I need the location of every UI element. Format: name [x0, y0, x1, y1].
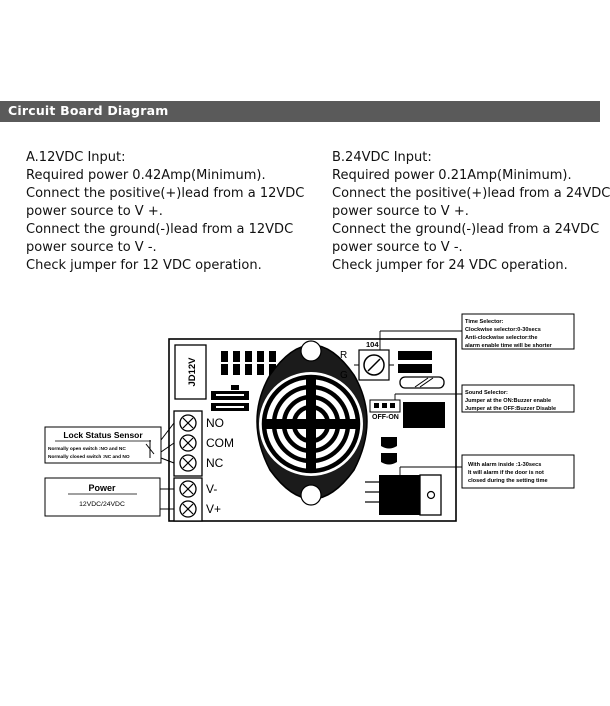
- spec-line: power source to V +.: [332, 204, 469, 219]
- alarm-note-line1: With alarm inside :1-30secs: [468, 462, 541, 468]
- buzzer: [256, 340, 368, 506]
- power-box: Power 12VDC/24VDC: [44, 477, 174, 517]
- terminal-block-switch: [173, 410, 203, 477]
- pot-value: 104: [366, 340, 379, 349]
- terminal-label-com: COM: [206, 436, 234, 450]
- spec-line: Connect the ground(-)lead from a 24VDC: [332, 222, 600, 237]
- spec-line: Connect the positive(+)lead from a 24VDC: [332, 186, 610, 201]
- resistor-middle: [398, 364, 432, 373]
- terminal-label-no: NO: [206, 416, 224, 430]
- lock-status-sensor-box: Lock Status Sensor Normally open switch …: [44, 426, 162, 464]
- time-selector-callout: Time Selector: Clockwise selector:0-30se…: [379, 313, 575, 350]
- sensor-wires: [145, 422, 175, 464]
- spec-line: Required power 0.21Amp(Minimum).: [332, 168, 572, 183]
- spec-line: A.12VDC Input:: [26, 150, 126, 165]
- g-label: G: [340, 370, 348, 381]
- ic-chip: [403, 402, 445, 428]
- alarm-note-line2: It will alarm if the door is not: [468, 470, 544, 476]
- terminal-label-nc: NC: [206, 456, 224, 470]
- spec-line: Connect the positive(+)lead from a 12VDC: [26, 186, 305, 201]
- spec-24vdc: B.24VDC Input: Required power 0.21Amp(Mi…: [332, 149, 610, 275]
- time-selector-line2: Clockwise selector:0-30secs: [465, 327, 541, 333]
- relay: JD12V: [174, 344, 207, 400]
- spec-line: power source to V -.: [332, 240, 463, 255]
- terminal-label-vplus: V+: [206, 502, 221, 516]
- r-label: R: [340, 350, 347, 361]
- transistors: [381, 437, 397, 465]
- spec-line: Check jumper for 24 VDC operation.: [332, 258, 568, 273]
- spec-line: power source to V +.: [26, 204, 163, 219]
- alarm-note-line3: closed during the setting time: [468, 478, 548, 484]
- sound-selector-callout: Sound Selector: Jumper at the ON:Buzzer …: [394, 384, 575, 413]
- time-selector-line4: alarm enable time will be shorter: [465, 343, 553, 349]
- small-component: [231, 385, 239, 390]
- power-title: Power: [88, 483, 116, 493]
- spec-line: Connect the ground(-)lead from a 12VDC: [26, 222, 294, 237]
- time-selector-line3: Anti-clockwise selector:the: [465, 335, 537, 341]
- power-value: 12VDC/24VDC: [79, 501, 125, 508]
- spec-line: Check jumper for 12 VDC operation.: [26, 258, 262, 273]
- sound-jumper[interactable]: OFF-ON: [369, 399, 401, 421]
- sound-selector-line3: Jumper at the OFF:Buzzer Disable: [465, 406, 556, 412]
- spec-line: power source to V -.: [26, 240, 157, 255]
- time-selector-line1: Time Selector:: [465, 319, 504, 325]
- alarm-note-callout: With alarm inside :1-30secs It will alar…: [399, 454, 575, 489]
- sound-selector-line2: Jumper at the ON:Buzzer enable: [465, 398, 551, 404]
- spec-line: Required power 0.42Amp(Minimum).: [26, 168, 266, 183]
- crystal: [399, 376, 445, 389]
- terminal-label-vminus: V-: [206, 482, 217, 496]
- capacitor-left: [211, 391, 249, 411]
- lock-sensor-line2: Normally closed switch :NC and NO: [48, 454, 130, 460]
- section-header: Circuit Board Diagram: [0, 101, 600, 122]
- sound-selector-line1: Sound Selector:: [465, 390, 508, 396]
- relay-label: JD12V: [187, 357, 198, 387]
- terminal-block-power: [173, 477, 203, 522]
- lock-sensor-line1: Normally open switch :NO and NC: [48, 446, 126, 452]
- spec-12vdc: A.12VDC Input: Required power 0.42Amp(Mi…: [26, 149, 304, 275]
- potentiometer[interactable]: 104: [354, 340, 394, 381]
- section-title: Circuit Board Diagram: [8, 103, 169, 118]
- lock-sensor-title: Lock Status Sensor: [63, 430, 143, 440]
- jumper-label: OFF-ON: [372, 414, 399, 421]
- regulator: [365, 474, 442, 516]
- diode-array: [221, 351, 276, 375]
- spec-line: B.24VDC Input:: [332, 150, 432, 165]
- resistor-top: [398, 351, 432, 360]
